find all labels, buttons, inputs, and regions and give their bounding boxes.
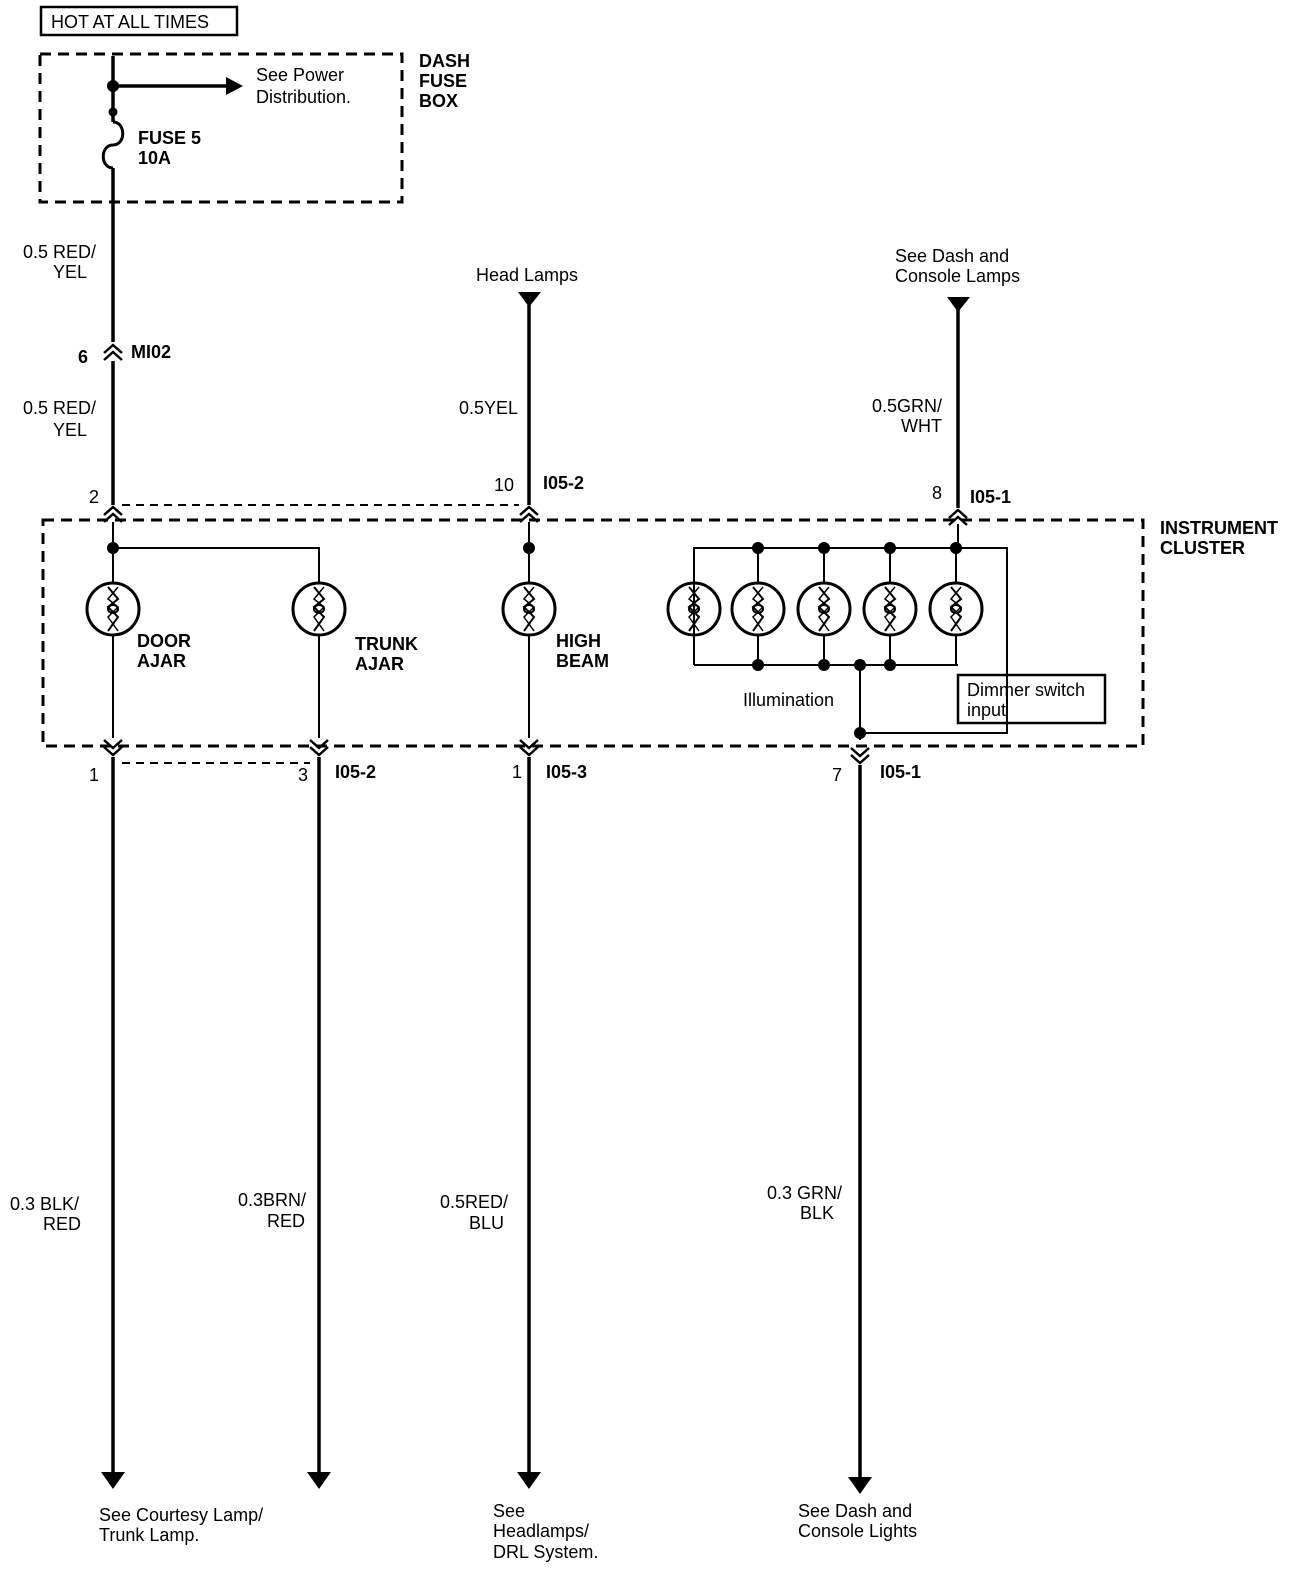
ajar-output-connector-name: I05-2 xyxy=(335,762,376,782)
fuse-5-rating: 10A xyxy=(138,148,171,168)
head-lamps-arrow xyxy=(518,292,541,307)
dash-fuse-box-label-1: DASH xyxy=(419,51,470,71)
door-ajar-bulb xyxy=(85,581,141,637)
dash-console-lights-ref-1: See Dash and xyxy=(798,1501,912,1521)
high-beam-input-pin: 10 xyxy=(494,475,514,495)
head-lamps-source: Head Lamps xyxy=(476,265,578,285)
illumination-input-pin: 8 xyxy=(932,483,942,503)
illum-bulb-4-bottom-dot xyxy=(884,659,896,671)
dash-fuse-box-outline xyxy=(38,52,404,204)
instrument-cluster-outline xyxy=(41,518,1145,748)
high-beam-label-1: HIGH xyxy=(556,631,601,651)
supply-wire-lower-color-2: YEL xyxy=(53,420,87,440)
dash-console-lamps-arrow xyxy=(947,297,970,312)
supply-wire-lower-color-1: 0.5 RED/ xyxy=(23,398,96,418)
dash-console-lamps-source-2: Console Lamps xyxy=(895,266,1020,286)
high-beam-output-connector-name: I05-3 xyxy=(546,762,587,782)
high-beam-junction-dot xyxy=(523,542,535,554)
supply-wire-upper-color-2: YEL xyxy=(53,262,87,282)
illum-bulb-2-top-dot xyxy=(752,542,764,554)
dimmer-switch-label-1: Dimmer switch xyxy=(967,680,1085,700)
trunk-ajar-feed-wire xyxy=(113,547,320,583)
courtesy-lamp-ref-2: Trunk Lamp. xyxy=(99,1525,199,1545)
door-ajar-output-arrow xyxy=(101,1472,125,1489)
dash-fuse-box-label-2: FUSE xyxy=(419,71,467,91)
hot-at-all-times-box xyxy=(39,5,239,37)
illum-bulb-4-top-dot xyxy=(884,542,896,554)
mi02-connector xyxy=(102,343,124,362)
illumination-bulb-3 xyxy=(796,581,852,637)
door-ajar-output-color-1: 0.3 BLK/ xyxy=(10,1194,79,1214)
instrument-cluster-label-1: INSTRUMENT xyxy=(1160,518,1278,538)
illumination-label: Illumination xyxy=(743,690,834,710)
high-beam-output-color-1: 0.5RED/ xyxy=(440,1192,508,1212)
power-distribution-ref-1: See Power xyxy=(256,65,344,85)
high-beam-input-connector-name: I05-2 xyxy=(543,473,584,493)
door-ajar-label-1: DOOR xyxy=(137,631,191,651)
high-beam-output-pin: 1 xyxy=(512,762,522,782)
illum-bulb-3-bottom-dot xyxy=(818,659,830,671)
dimmer-junction-dot xyxy=(854,727,866,739)
high-beam-bulb xyxy=(501,581,557,637)
illumination-top-bus xyxy=(693,547,1008,734)
illumination-ground-dot xyxy=(854,659,866,671)
instrument-cluster-label-2: CLUSTER xyxy=(1160,538,1245,558)
high-beam-output-arrow xyxy=(517,1472,541,1489)
high-beam-input-color: 0.5YEL xyxy=(459,398,518,418)
illumination-output-pin: 7 xyxy=(832,765,842,785)
trunk-ajar-output-color-1: 0.3BRN/ xyxy=(238,1190,306,1210)
power-distribution-arrow-head xyxy=(226,77,243,95)
illumination-input-connector-name: I05-1 xyxy=(970,487,1011,507)
illumination-output-connector xyxy=(849,746,871,765)
dash-console-lamps-source-1: See Dash and xyxy=(895,246,1009,266)
dimmer-switch-input-box xyxy=(956,673,1107,725)
illumination-output-arrow xyxy=(848,1477,872,1494)
illumination-bulb-2 xyxy=(730,581,786,637)
illumination-output-connector-name: I05-1 xyxy=(880,762,921,782)
headlamps-ref-3: DRL System. xyxy=(493,1542,598,1562)
illumination-bulb-5 xyxy=(928,581,984,637)
cluster-supply-pin: 2 xyxy=(89,487,99,507)
illumination-input-connector xyxy=(947,508,969,527)
illum-bulb-2-bottom-dot xyxy=(752,659,764,671)
trunk-ajar-output-color-2: RED xyxy=(267,1211,305,1231)
hot-at-all-times-label: HOT AT ALL TIMES xyxy=(51,12,209,32)
door-ajar-output-pin: 1 xyxy=(89,765,99,785)
door-ajar-output-color-2: RED xyxy=(43,1214,81,1234)
door-ajar-label-2: AJAR xyxy=(137,651,186,671)
supply-wire-upper-color-1: 0.5 RED/ xyxy=(23,242,96,262)
headlamps-ref-1: See xyxy=(493,1501,525,1521)
illumination-input-color-2: WHT xyxy=(901,416,942,436)
mi02-name: MI02 xyxy=(131,342,171,362)
trunk-ajar-bulb xyxy=(291,581,347,637)
trunk-ajar-output-arrow xyxy=(307,1472,331,1489)
trunk-ajar-label-1: TRUNK xyxy=(355,634,418,654)
illum-bulb-3-top-dot xyxy=(818,542,830,554)
power-distribution-ref-2: Distribution. xyxy=(256,87,351,107)
mi02-pin: 6 xyxy=(78,347,88,367)
fuse-input-dot xyxy=(108,107,118,117)
courtesy-lamp-ref-1: See Courtesy Lamp/ xyxy=(99,1505,263,1525)
illum-bulb-5-top-dot xyxy=(950,542,962,554)
fuse-5-symbol xyxy=(101,120,125,170)
illumination-input-color-1: 0.5GRN/ xyxy=(872,396,942,416)
dash-console-lights-ref-2: Console Lights xyxy=(798,1521,917,1541)
trunk-ajar-output-pin: 3 xyxy=(298,765,308,785)
dash-fuse-box-label-3: BOX xyxy=(419,91,458,111)
trunk-ajar-label-2: AJAR xyxy=(355,654,404,674)
illumination-bulb-4 xyxy=(862,581,918,637)
illumination-output-color-1: 0.3 GRN/ xyxy=(767,1183,842,1203)
dimmer-switch-label-2: input xyxy=(967,700,1006,720)
fuse-5-label: FUSE 5 xyxy=(138,128,201,148)
headlamps-ref-2: Headlamps/ xyxy=(493,1521,589,1541)
illumination-output-color-2: BLK xyxy=(800,1203,834,1223)
high-beam-label-2: BEAM xyxy=(556,651,609,671)
high-beam-output-color-2: BLU xyxy=(469,1213,504,1233)
